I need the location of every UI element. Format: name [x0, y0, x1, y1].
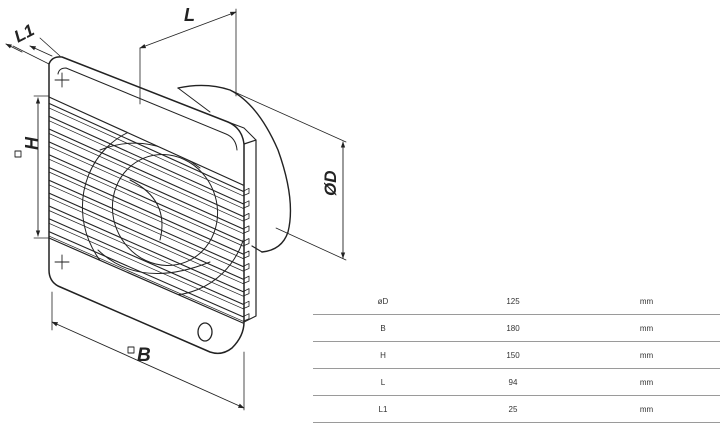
spec-unit: mm: [573, 368, 720, 396]
grille-louvres: [48, 102, 250, 322]
table-row: L 94 mm: [313, 368, 720, 396]
louvre-slat-edge: [48, 158, 244, 247]
spec-value: 180: [453, 314, 573, 342]
dim-label-h: H: [22, 136, 42, 150]
dimension-lines: [5, 11, 346, 409]
louvre-slat-edge: [48, 222, 244, 310]
louvre-slat-tip: [242, 225, 250, 234]
table-row: L1 25 mm: [313, 395, 720, 423]
b-dimension-line: [51, 321, 245, 409]
louvre-slat-tip: [242, 263, 250, 272]
louvre-slat-edge: [48, 171, 244, 259]
louvre-slat: [48, 179, 244, 268]
louvre-slat: [48, 128, 244, 217]
l1-arrow-left: [5, 43, 23, 53]
louvre-slat-tip: [242, 213, 250, 222]
louvre-slat-tip: [242, 200, 250, 209]
louvre-slat-edge: [48, 210, 244, 297]
spigot: [177, 84, 292, 253]
louvre-slat-edge: [48, 120, 244, 209]
louvre-slat: [48, 231, 244, 318]
spec-unit: mm: [573, 288, 720, 315]
louvre-slat: [48, 154, 244, 243]
b-square-symbol: [127, 346, 135, 354]
spec-value: 150: [453, 341, 573, 369]
dim-label-d: ØD: [321, 171, 340, 197]
l1-arrow-right: [29, 45, 53, 57]
louvre-slat: [48, 166, 244, 255]
dim-label-l: L: [184, 5, 195, 25]
table-row: B 180 mm: [313, 314, 720, 342]
spec-unit: mm: [573, 314, 720, 342]
h-square-symbol: [14, 150, 22, 158]
spec-param: L: [313, 368, 453, 396]
louvre-slat-edge: [48, 146, 244, 234]
spec-value: 125: [453, 288, 573, 315]
louvre-slat-tip: [242, 187, 250, 197]
dim-label-b: B: [137, 345, 151, 366]
louvre-slat-edge: [48, 184, 244, 272]
louvre-slat-edge: [48, 235, 244, 322]
spec-param: L1: [313, 395, 453, 423]
spec-param: øD: [313, 288, 453, 315]
l-dimension-line: [139, 11, 237, 49]
centre-marks: [54, 72, 70, 270]
louvre-slat-edge: [48, 107, 244, 197]
louvre-slat-tip: [242, 313, 250, 322]
louvre-slat-tip: [242, 288, 250, 297]
control-knob: [197, 322, 213, 342]
louvre-slat-tip: [242, 250, 250, 259]
spec-param: H: [313, 341, 453, 369]
louvre-slat-edge: [48, 197, 244, 284]
dim-label-l1: L1: [11, 21, 37, 47]
table-row: øD 125 mm: [313, 288, 720, 315]
louvre-slat: [48, 218, 244, 305]
louvre-slat-tip: [242, 275, 250, 284]
extension-lines: [12, 8, 347, 411]
louvre-slat-tip: [242, 238, 250, 247]
louvre-slat-edge: [48, 133, 244, 222]
louvre-slat: [48, 115, 244, 205]
spec-param: B: [313, 314, 453, 342]
spec-value: 94: [453, 368, 573, 396]
spec-unit: mm: [573, 341, 720, 369]
louvre-slat: [48, 205, 244, 293]
louvre-slat: [48, 192, 244, 280]
louvre-slat-tip: [242, 300, 250, 310]
louvre-slat: [48, 102, 244, 192]
spec-value: 25: [453, 395, 573, 423]
louvre-slat: [48, 141, 244, 230]
table-row: H 150 mm: [313, 341, 720, 369]
spec-unit: mm: [573, 395, 720, 423]
spec-table: øD 125 mm B 180 mm H 150 mm L 94 mm L1 2: [313, 288, 720, 423]
